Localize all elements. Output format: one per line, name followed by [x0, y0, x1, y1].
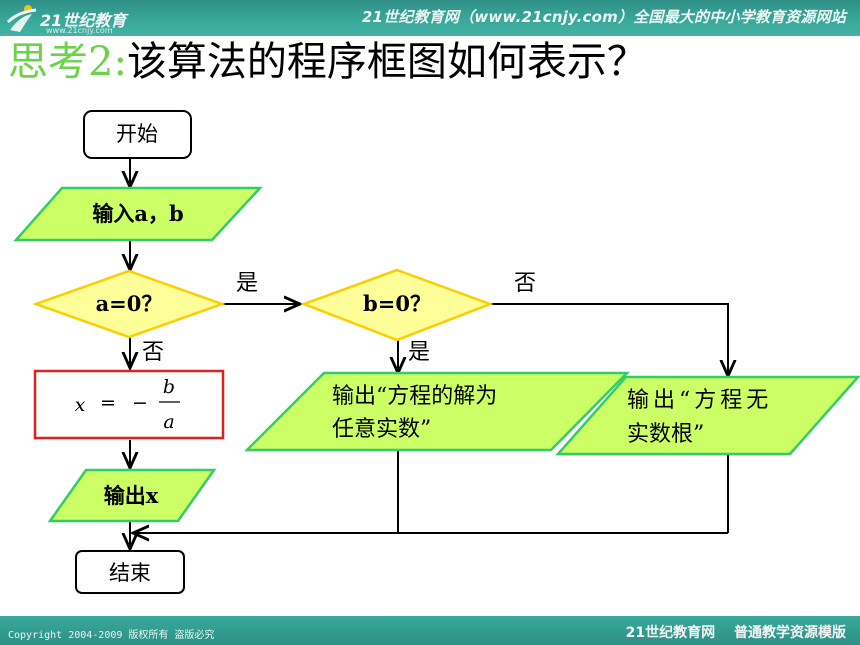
label-a-no: 否: [142, 340, 164, 365]
start-terminal: 开始: [83, 110, 192, 159]
formula-equals: =: [100, 392, 116, 414]
title-text: 该算法的程序框图如何表示？: [126, 39, 647, 85]
logo-url: www.21cnjy.com: [46, 26, 113, 35]
formula-minus: −: [132, 392, 148, 414]
flowchart-connectors: [130, 158, 728, 549]
formula-numerator: b: [163, 376, 175, 398]
title-prefix: 思考2:: [8, 39, 127, 85]
header-banner: 21世纪教育网（www.21cnjy.com）全国最大的中小学教育资源网站: [361, 8, 846, 26]
end-terminal: 结束: [75, 550, 185, 594]
label-b-no: 否: [514, 271, 536, 296]
footer-copyright: Copyright 2004-2009 版权所有 盗版必究: [8, 630, 215, 641]
logo-text: 21世纪教育: [40, 11, 127, 30]
site-logo[interactable]: 21世纪教育 www.21cnjy.com: [6, 2, 156, 36]
footer-band: Copyright 2004-2009 版权所有 盗版必究 21世纪教育网 普通…: [0, 616, 860, 645]
decision-a-node: a=0？: [32, 269, 226, 339]
footer-brand[interactable]: 21世纪教育网 普通教学资源模版: [625, 625, 846, 641]
input-node: 输入a，b: [13, 186, 263, 242]
end-label: 结束: [109, 561, 151, 585]
label-b-yes: 是: [408, 340, 430, 365]
output-any-node: 输出“方程的解为 任意实数”: [243, 371, 630, 452]
decision-b-node: b=0？: [300, 268, 494, 342]
logo-figure-icon: [6, 5, 37, 32]
label-a-yes: 是: [236, 271, 258, 296]
output-any-line-2: 任意实数”: [332, 417, 431, 442]
formula-process-node: x = − b a: [33, 369, 225, 440]
output-none-line-1: 输出“方程无: [627, 388, 772, 413]
start-label: 开始: [116, 122, 158, 146]
input-label: 输入a，b: [92, 201, 183, 226]
header-band: 21世纪教育 www.21cnjy.com 21世纪教育网（www.21cnjy…: [0, 0, 860, 36]
output-x-label: 输出x: [104, 483, 159, 508]
slide-title: 思考2:该算法的程序框图如何表示？: [8, 38, 647, 86]
formula-denominator: a: [163, 411, 174, 433]
formula-lhs: x: [75, 394, 86, 416]
output-none-node: 输出“方程无 实数根”: [555, 375, 860, 456]
decision-a-label: a=0？: [96, 291, 163, 316]
output-any-line-1: 输出“方程的解为: [332, 384, 497, 409]
output-x-node: 输出x: [47, 468, 217, 523]
edge-decision-b-no: [490, 303, 728, 376]
decision-b-label: b=0？: [363, 291, 431, 316]
output-none-line-2: 实数根”: [627, 422, 704, 447]
